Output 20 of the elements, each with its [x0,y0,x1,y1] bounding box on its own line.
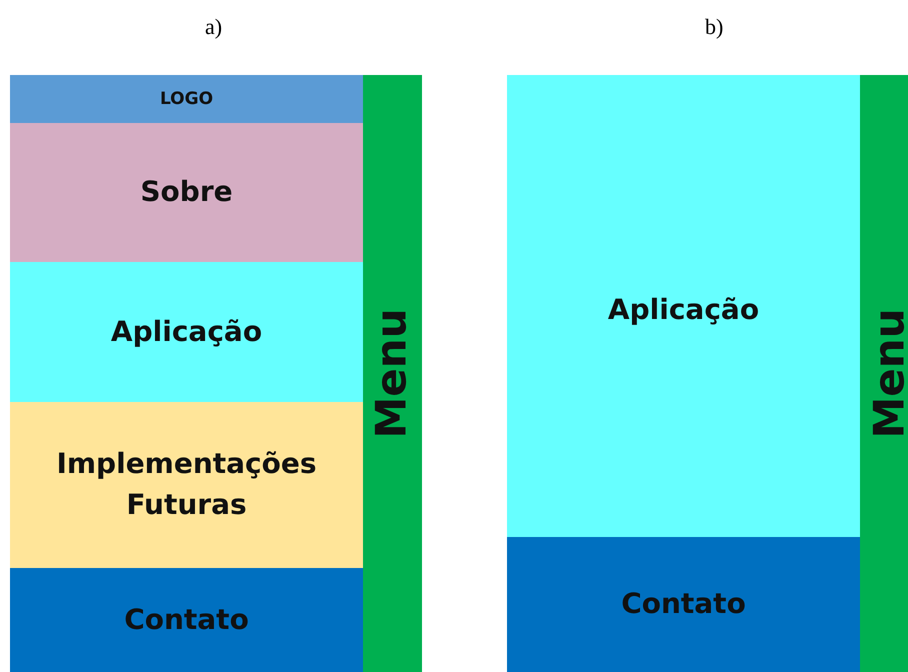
about-section [10,123,363,262]
application-section [507,75,860,537]
panel-label: a) [205,14,222,40]
section-title: Implementações Futuras [55,446,318,523]
section-title: Aplicação [110,314,262,350]
section-title: Contato [124,602,249,638]
section-title: LOGO [160,88,214,111]
future-section [10,402,363,568]
section-title: Menu [864,308,908,439]
menu-bar [363,75,422,672]
panel-label: b) [705,14,724,40]
contact-section [507,537,860,672]
section-title: Aplicação [608,292,760,328]
application-section [10,262,363,402]
menu-bar [860,75,908,672]
header-section [10,75,363,123]
section-title: Menu [366,308,418,439]
section-title: Contato [621,586,746,622]
contact-section [10,568,363,672]
section-title: Sobre [140,174,233,210]
